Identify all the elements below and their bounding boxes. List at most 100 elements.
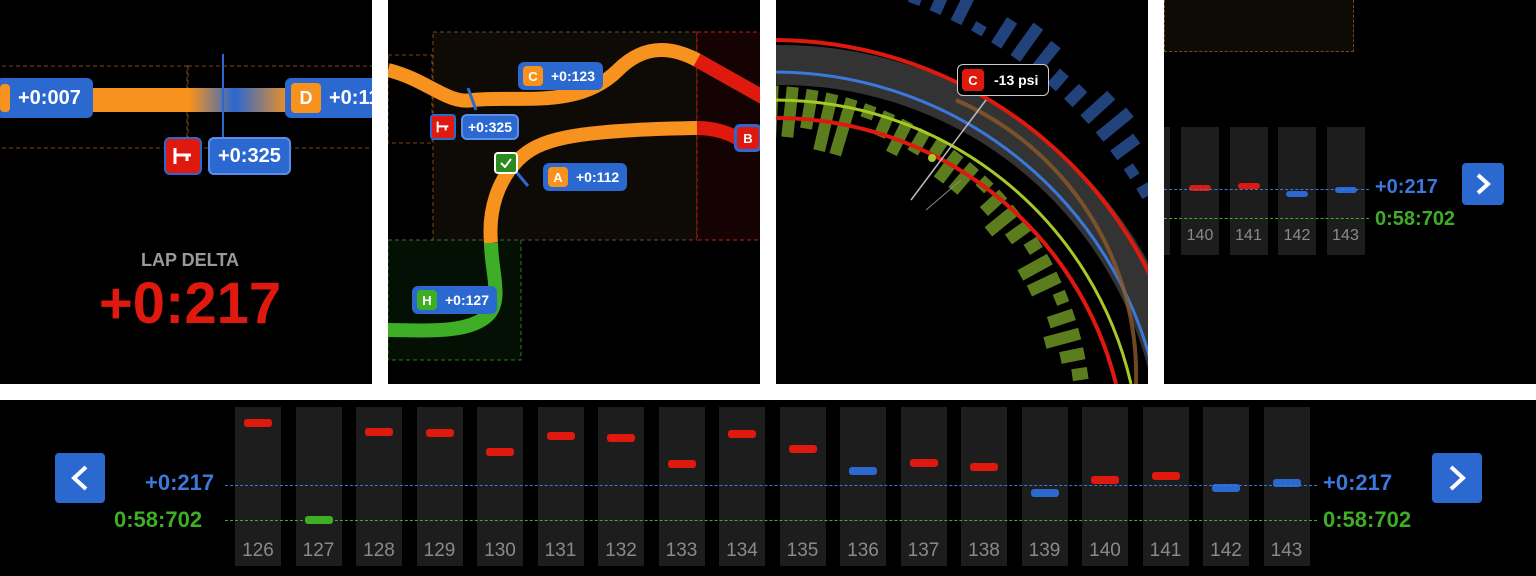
- sector-c-delta: +0:123: [551, 68, 595, 84]
- pressure-callout[interactable]: C -13 psi: [957, 64, 1050, 96]
- outer-histogram-bar: [1046, 68, 1069, 92]
- sector-tag[interactable]: +0:007: [0, 78, 93, 118]
- callout-letter-c: C: [962, 69, 984, 91]
- track-map: [388, 31, 760, 361]
- next-laps-button[interactable]: [1432, 453, 1482, 503]
- lap-number: 137: [907, 540, 940, 561]
- delta-label: +0:217: [1375, 176, 1438, 198]
- best-lap-label-right: 0:58:702: [1323, 507, 1412, 532]
- sector-c-tag[interactable]: C +0:123: [518, 62, 603, 90]
- sector-a-delta: +0:112: [576, 169, 620, 185]
- lap-column[interactable]: 140: [1082, 407, 1128, 566]
- chevron-left-icon: [71, 465, 88, 491]
- lap-column[interactable]: 142: [1203, 407, 1249, 566]
- lap-column[interactable]: 143: [1326, 127, 1365, 255]
- best-lap-label: 0:58:702: [1375, 208, 1456, 230]
- next-laps-button[interactable]: [1462, 163, 1504, 205]
- lap-column[interactable]: 128: [356, 407, 402, 566]
- lap-column[interactable]: 131: [537, 407, 584, 566]
- inner-histogram-bar: [979, 189, 1008, 216]
- outer-histogram-bar: [991, 17, 1018, 49]
- sector-d-tag[interactable]: D +0:11: [285, 78, 372, 118]
- flag-marker-icon[interactable]: [164, 137, 202, 175]
- timeline-panel: +0:007 D +0:11 +0:325 LAP DELTA +0:217: [0, 0, 372, 384]
- lap-column[interactable]: 140: [1181, 127, 1219, 255]
- lap-number: 134: [726, 540, 758, 561]
- lap-time-marker: [849, 466, 877, 475]
- inner-histogram-bar: [907, 127, 931, 156]
- lap-column[interactable]: 132: [598, 407, 644, 566]
- inner-histogram-bar: [776, 85, 779, 147]
- inner-histogram-bar: [1017, 253, 1053, 281]
- inner-histogram-bar: [1043, 327, 1082, 349]
- lap-number: 126: [242, 540, 274, 561]
- lap-zoom-panel: 140 141 142 143 +0:217 0:58:702: [1164, 0, 1536, 384]
- lap-column-partial: [1164, 127, 1170, 255]
- marker-delta-tag[interactable]: +0:325: [461, 114, 519, 140]
- lap-time-marker: [365, 428, 393, 437]
- outer-histogram-bar: [929, 0, 957, 16]
- lap-number: 140: [1186, 227, 1214, 244]
- lap-time-marker: [667, 460, 696, 469]
- lap-time-marker: [425, 429, 454, 438]
- lap-column[interactable]: 137: [900, 407, 947, 566]
- outer-histogram-bar: [1110, 133, 1141, 161]
- lap-number: 143: [1332, 227, 1359, 244]
- lap-time-marker: [1151, 472, 1180, 481]
- delta-line: [225, 485, 1317, 486]
- sector-letter-b: B: [737, 127, 759, 149]
- lap-column[interactable]: 130: [477, 407, 523, 566]
- sector-letter-h: H: [417, 290, 437, 310]
- lap-number: 129: [423, 540, 456, 561]
- inner-histogram-bar: [1052, 289, 1070, 306]
- marker-delta-tag[interactable]: +0:325: [208, 137, 291, 175]
- chevron-right-icon: [1449, 465, 1466, 491]
- lap-strip-panel: 126 127 128 129 130 131 132 133 134 135 136 137 138 1…: [0, 400, 1536, 576]
- lap-time-marker: [788, 444, 817, 453]
- lap-number: 141: [1149, 540, 1182, 561]
- sector-letter-d: D: [291, 83, 321, 113]
- lap-time-marker: [1286, 191, 1308, 198]
- best-line: [1164, 218, 1369, 219]
- lap-time-marker: [1272, 478, 1301, 487]
- lap-number: 140: [1089, 540, 1121, 561]
- sector-h-tag[interactable]: H +0:127: [412, 286, 497, 314]
- lap-column[interactable]: 141: [1229, 127, 1268, 255]
- lap-delta-label: LAP DELTA: [141, 250, 239, 270]
- inner-histogram-bar: [1004, 220, 1032, 245]
- sector-h-delta: +0:127: [445, 292, 489, 308]
- sector-b-tag[interactable]: B: [734, 124, 760, 152]
- lap-column[interactable]: 133: [658, 407, 705, 566]
- lap-column[interactable]: 126: [235, 407, 281, 566]
- lap-column[interactable]: 138: [961, 407, 1007, 566]
- callout-value: -13 psi: [994, 72, 1039, 88]
- inner-histogram-bar: [929, 138, 948, 158]
- lap-time-marker: [607, 433, 635, 442]
- lap-column[interactable]: 141: [1142, 407, 1189, 566]
- best-line: [225, 520, 1317, 521]
- lap-time-marker: [1212, 484, 1240, 493]
- lap-time-marker: [728, 430, 756, 439]
- lap-column[interactable]: 135: [779, 407, 826, 566]
- sector-letter-a: A: [548, 167, 568, 187]
- lap-column[interactable]: 143: [1263, 407, 1310, 566]
- inner-histogram-bar: [800, 88, 819, 130]
- lap-column[interactable]: 134: [719, 407, 765, 566]
- lap-number: 142: [1283, 227, 1311, 244]
- marker-delta: +0:325: [468, 119, 512, 135]
- lap-column[interactable]: 129: [416, 407, 463, 566]
- flag-marker-icon[interactable]: [430, 114, 456, 140]
- delta-label-left: +0:217: [145, 470, 215, 495]
- lap-number: 128: [363, 540, 395, 561]
- outer-histogram-bar: [950, 0, 975, 26]
- outer-histogram-bar: [1064, 83, 1088, 108]
- lap-column[interactable]: 139: [1021, 407, 1068, 566]
- prev-laps-button[interactable]: [55, 453, 105, 503]
- lap-column[interactable]: 136: [840, 407, 886, 566]
- inner-histogram-bar: [1059, 347, 1086, 364]
- sector-a-tag[interactable]: A +0:112: [543, 163, 628, 191]
- lap-column[interactable]: 127: [295, 407, 342, 566]
- outer-histogram-bar: [907, 0, 933, 6]
- lap-column[interactable]: 142: [1278, 127, 1316, 255]
- checkpoint-icon[interactable]: [494, 152, 518, 174]
